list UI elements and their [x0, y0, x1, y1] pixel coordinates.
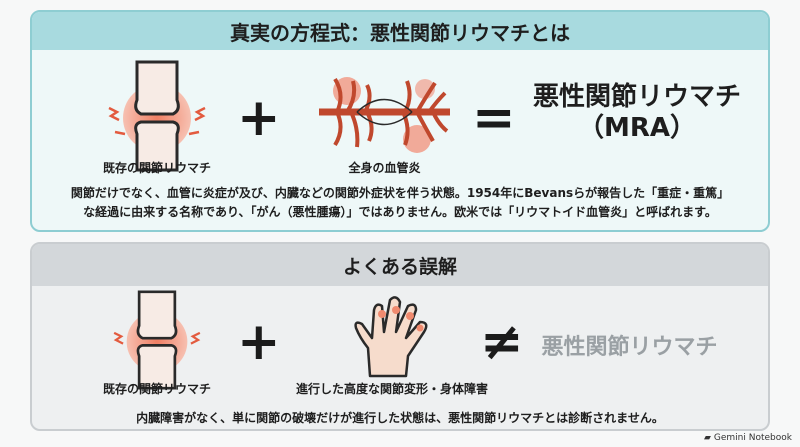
inflamed-knee-icon [113, 290, 201, 390]
existing-ra-label: 既存の関節リウマチ [102, 382, 211, 396]
truth-panel-title: 真実の方程式：悪性関節リウマチとは [32, 12, 768, 50]
plus-operator: + [237, 312, 281, 372]
vasculitis-label: 全身の血管炎 [348, 161, 421, 175]
mra-result: 悪性関節リウマチ （MRA） [502, 82, 768, 144]
vasculitis-icon [319, 77, 450, 153]
truth-panel: 真実の方程式：悪性関節リウマチとは 既存の関節リウマチ + 全身の血管炎 = 悪… [30, 10, 770, 232]
deformed-hand-icon [354, 296, 428, 378]
notebook-icon: ▰ [703, 433, 711, 443]
mra-abbreviation: （MRA） [577, 113, 697, 143]
mra-faded-result: 悪性関節リウマチ [541, 335, 718, 360]
equals-operator: = [472, 88, 516, 148]
not-equal-operator: ≠ [480, 312, 524, 372]
inflamed-knee-icon [108, 60, 206, 172]
misconception-description: 内臓障害がなく、単に関節の破壊だけが進行した状態は、悪性関節リウマチとは診断され… [136, 411, 664, 425]
brand-logo: ▰ Gemini Notebook [703, 433, 792, 443]
misconception-panel-title: よくある誤解 [32, 244, 768, 286]
truth-description: 関節だけでなく、血管に炎症が及び、内臓などの関節外症状を伴う状態。1954年にB… [70, 186, 730, 219]
existing-ra-label: 既存の関節リウマチ [102, 161, 211, 175]
deformity-label: 進行した高度な関節変形・身体障害 [295, 382, 488, 396]
plus-operator: + [237, 88, 281, 148]
mra-name: 悪性関節リウマチ [532, 82, 741, 112]
misconception-panel: よくある誤解 既存の関節リウマチ + 進行した高度な関節変形・身体障害 ≠ 悪性… [30, 242, 770, 431]
